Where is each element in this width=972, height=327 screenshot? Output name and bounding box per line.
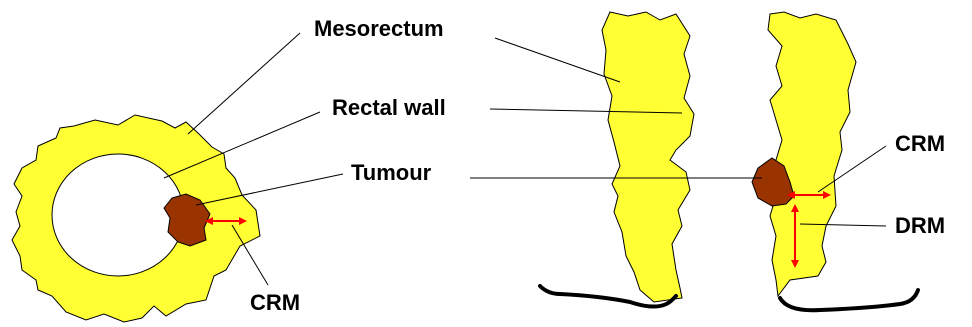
rectal-wall-label: Rectal wall <box>332 97 446 119</box>
leader-mesorectum-right <box>495 38 620 82</box>
crm-label-right: CRM <box>895 133 945 155</box>
tumour-label: Tumour <box>351 162 431 184</box>
drm-label: DRM <box>895 215 945 237</box>
mesorectum-right-strip <box>768 12 856 296</box>
mesorectum-label: Mesorectum <box>314 18 444 40</box>
mesorectum-left-strip <box>602 12 694 302</box>
rectal-lumen <box>52 154 184 276</box>
crm-label-left: CRM <box>250 292 300 314</box>
cross-section <box>12 115 260 322</box>
longitudinal-section <box>540 12 918 310</box>
leader-mesorectum-left <box>188 33 300 134</box>
anal-sphincter-right-curve <box>780 290 918 310</box>
